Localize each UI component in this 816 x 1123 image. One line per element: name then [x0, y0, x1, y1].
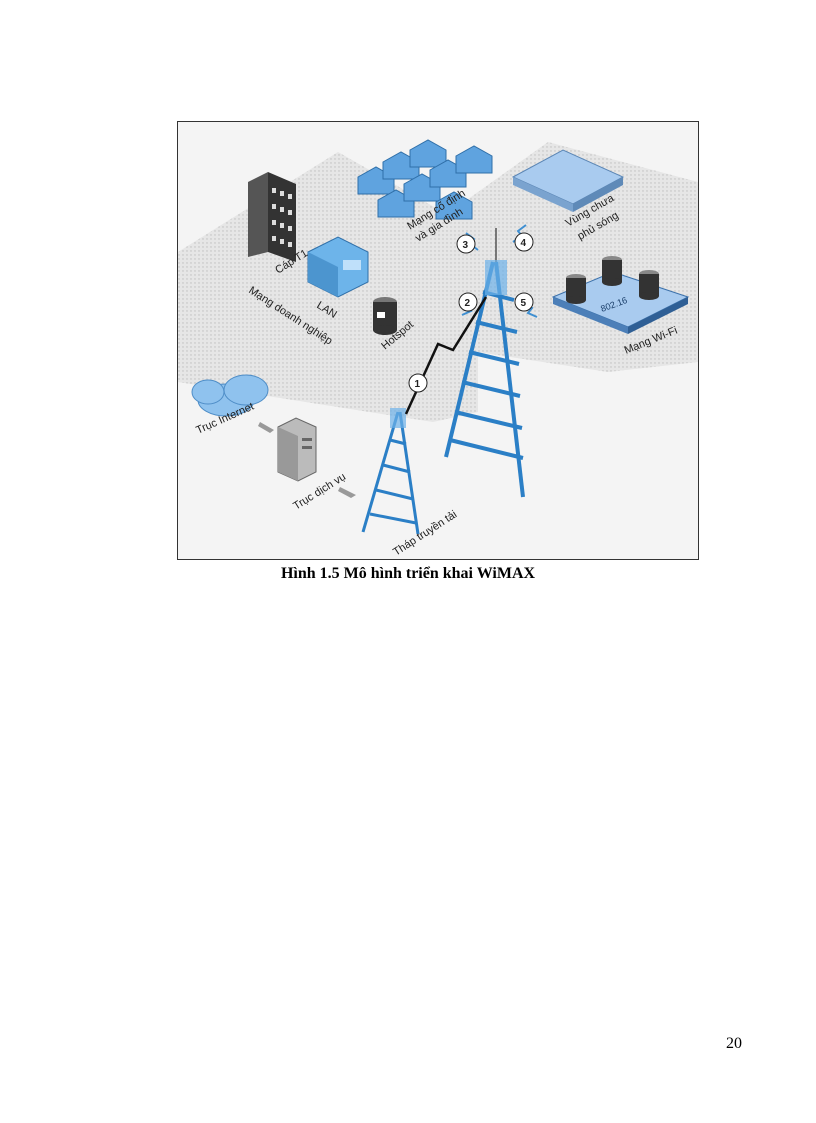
relay-tower-icon	[361, 411, 420, 535]
svg-text:1: 1	[415, 379, 421, 390]
hotspot-router-icon	[373, 297, 397, 335]
figure-caption: Hình 1.5 Mô hình triển khai WiMAX	[280, 565, 536, 582]
main-wimax-tower-icon	[444, 261, 525, 498]
link-number-5: 5	[514, 292, 534, 312]
link-number-2: 2	[458, 292, 478, 312]
svg-text:3: 3	[463, 240, 469, 251]
office-building-icon	[248, 172, 296, 262]
wimax-figure: 802.16	[177, 121, 699, 560]
uncovered-area-icon	[511, 149, 625, 212]
svg-text:5: 5	[521, 298, 527, 309]
server-icon	[277, 417, 317, 482]
internet-cloud-icon	[191, 374, 269, 417]
wifi-network-icon	[551, 256, 690, 334]
svg-text:4: 4	[521, 238, 527, 249]
house-group-icon	[357, 139, 493, 220]
link-number-1: 1	[408, 373, 428, 393]
link-number-4: 4	[514, 232, 534, 252]
link-number-3: 3	[456, 234, 476, 254]
lan-building-icon	[307, 236, 369, 298]
page-number: 20	[726, 1035, 742, 1052]
svg-text:2: 2	[465, 298, 471, 309]
flow-arrow-icon	[258, 422, 356, 498]
